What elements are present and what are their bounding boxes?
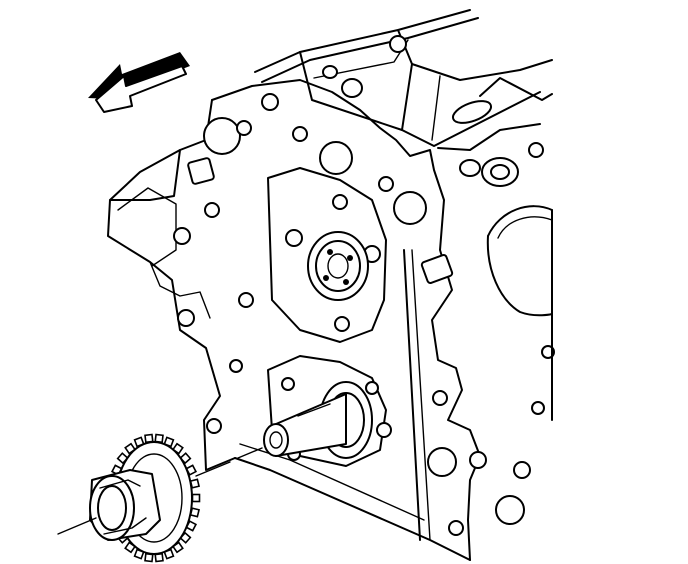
crankshaft-nose: [263, 381, 373, 459]
sprocket-gear-icon: [89, 433, 201, 563]
front-plate-bolt-holes: [173, 93, 531, 536]
camshaft-hub: [307, 231, 369, 301]
assembly-axis-line: [57, 447, 263, 535]
engine-top-deck: [254, 9, 553, 187]
direction-arrow-icon: [88, 52, 190, 113]
cylinder-bore: [486, 205, 555, 421]
engine-front-cover: [107, 79, 481, 561]
gear-tooth: [191, 493, 201, 503]
